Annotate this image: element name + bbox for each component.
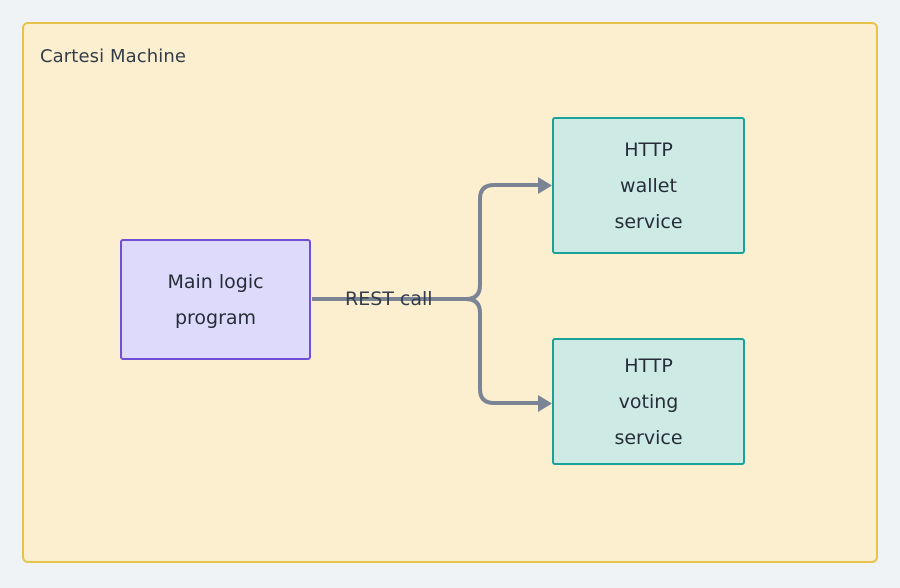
node-label-line: HTTP: [624, 354, 673, 377]
node-label-line: service: [614, 426, 683, 449]
node-label-line: service: [614, 210, 683, 233]
node-label-line: Main logic: [167, 270, 264, 293]
group-title: Cartesi Machine: [40, 46, 187, 67]
node-label-line: program: [174, 306, 257, 329]
node-main-logic-program[interactable]: Main logic program: [120, 239, 311, 360]
node-http-wallet-service[interactable]: HTTP wallet service: [552, 117, 745, 254]
node-label-line: voting: [618, 390, 679, 413]
edge-label-rest-call: REST call: [345, 288, 433, 310]
node-label-line: HTTP: [624, 138, 673, 161]
node-http-voting-service[interactable]: HTTP voting service: [552, 338, 745, 465]
node-label-line: wallet: [620, 174, 677, 197]
